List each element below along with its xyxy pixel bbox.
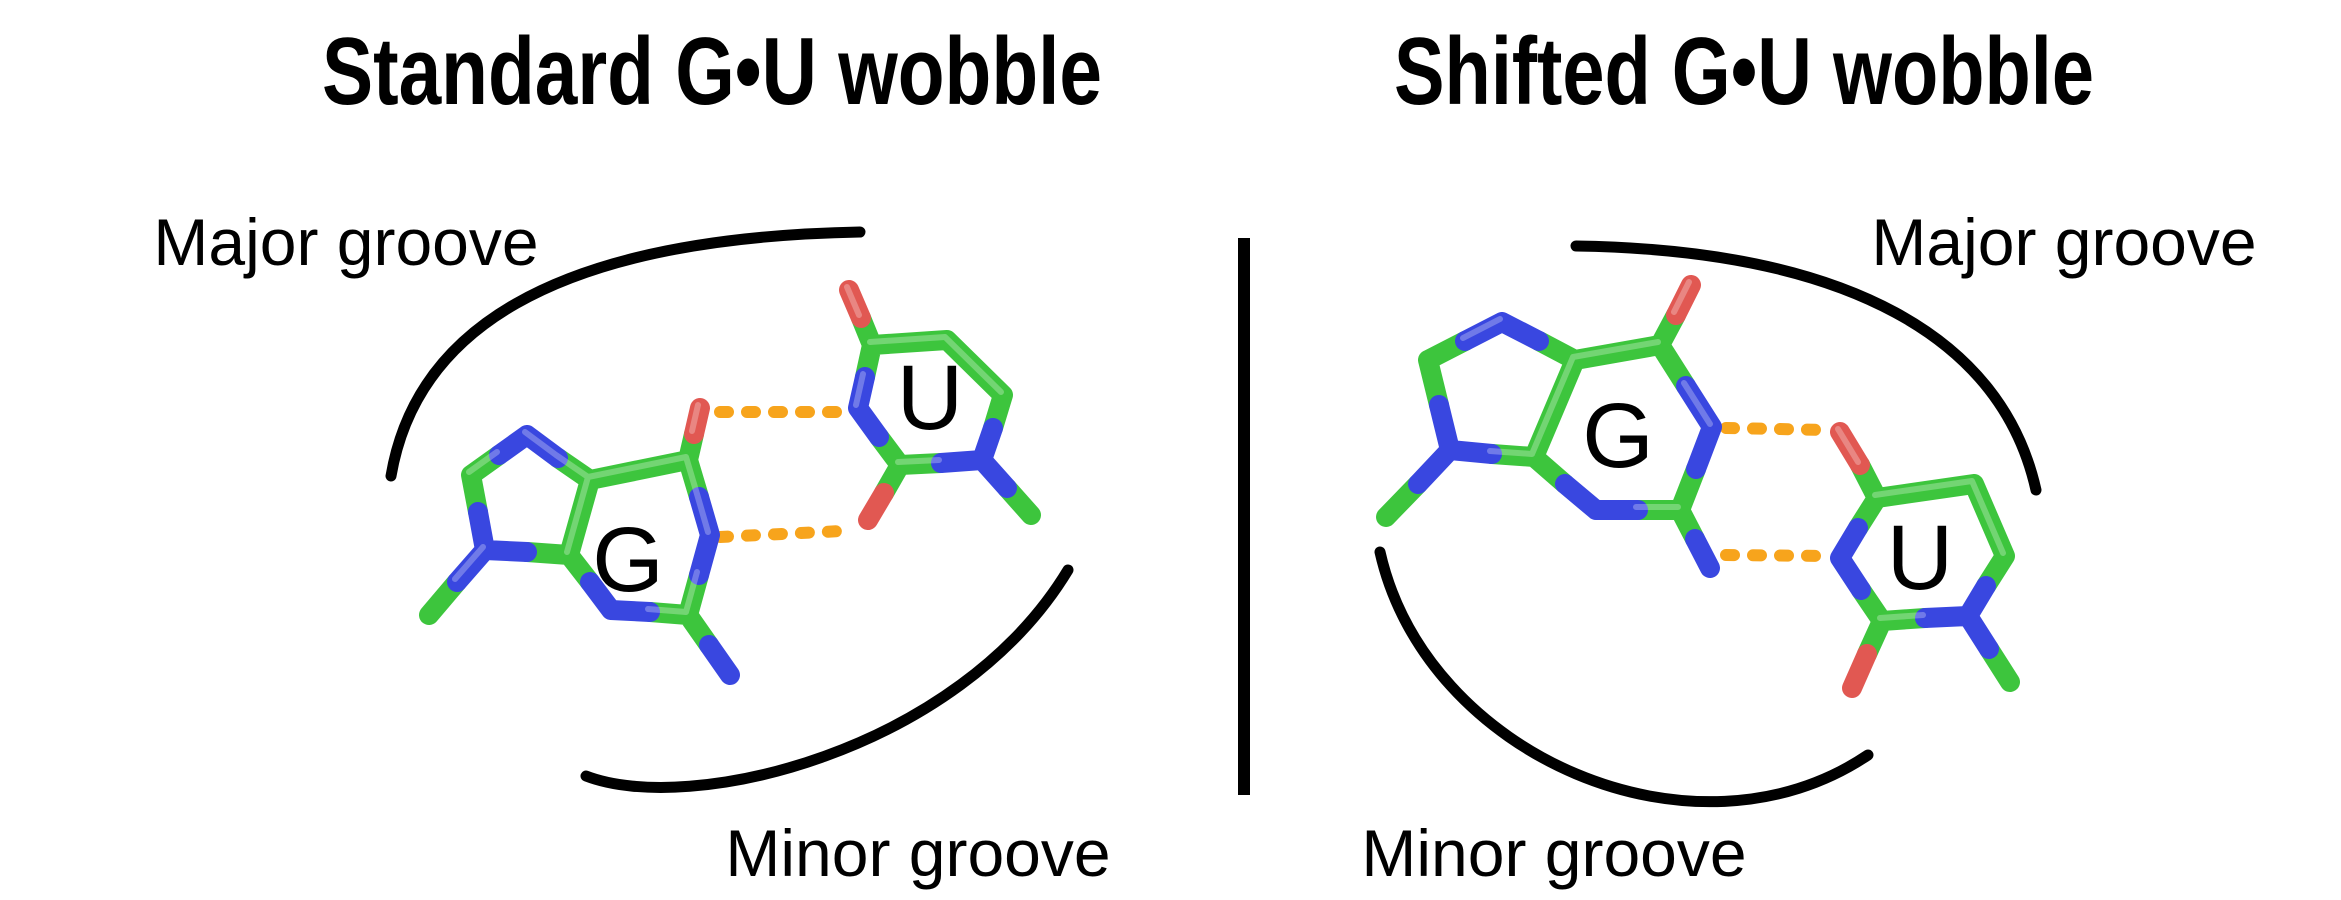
guanine-carbon-bonds: [419, 424, 719, 655]
panel-title-shifted: Shifted G•U wobble: [1394, 18, 2094, 125]
guanine-structure: [419, 398, 740, 685]
guanine-oxygen-bond: [684, 398, 710, 444]
panel-shifted-wobble: Shifted G•U wobble Major groove Minor gr…: [1361, 18, 2256, 890]
major-groove-arc: [385, 226, 866, 482]
hydrogen-bond-bottom: [714, 525, 848, 543]
minor-groove-label: Minor groove: [725, 816, 1110, 890]
guanine-highlight: [1460, 279, 1713, 510]
minor-groove-arc: [1374, 546, 1874, 808]
minor-groove-label: Minor groove: [1361, 816, 1746, 890]
uracil-nitrogen-bonds: [1830, 518, 1999, 659]
guanine-letter: G: [1582, 385, 1654, 487]
uracil-carbon-bonds: [1848, 455, 2020, 692]
uracil-letter: U: [1887, 507, 1953, 609]
guanine-oxygen-bond: [1666, 275, 1701, 325]
major-groove-label: Major groove: [153, 205, 538, 279]
guanine-carbon-bonds: [1376, 305, 1706, 549]
hydrogen-bond-bottom: [1720, 549, 1832, 562]
uracil-structure: [839, 280, 1041, 530]
minor-groove-arc: [580, 564, 1074, 793]
uracil-oxygen-bonds: [1830, 422, 1877, 698]
uracil-structure: [1830, 422, 2020, 698]
uracil-highlight: [844, 284, 1004, 465]
panel-title-standard: Standard G•U wobble: [322, 18, 1102, 125]
uracil-oxygen-bonds: [839, 280, 894, 530]
guanine-nitrogen-bonds: [1408, 312, 1722, 578]
guanine-letter: G: [592, 509, 664, 611]
uracil-nitrogen-bonds: [848, 367, 1017, 498]
guanine-structure: [1376, 275, 1722, 578]
uracil-highlight: [1835, 426, 2006, 621]
uracil-carbon-bonds: [851, 308, 1041, 525]
guanine-nitrogen-bonds: [447, 425, 740, 685]
major-groove-label: Major groove: [1871, 205, 2256, 279]
major-groove-arc: [1570, 240, 2042, 496]
uracil-letter: U: [897, 347, 963, 449]
guanine-highlight: [452, 402, 711, 615]
panel-standard-wobble: Standard G•U wobble Major groove Minor g…: [153, 18, 1110, 890]
hydrogen-bond-top: [1720, 422, 1834, 436]
